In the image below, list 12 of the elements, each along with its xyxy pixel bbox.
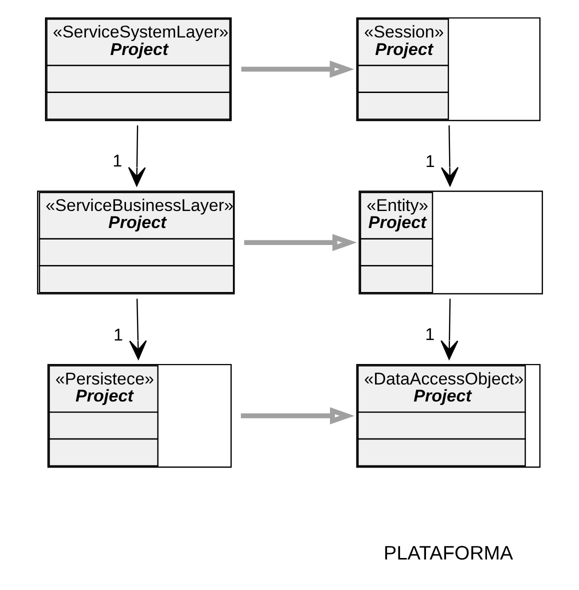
arrow [128, 125, 146, 186]
edge-label: 1 [113, 326, 123, 345]
label: PLATAFORMA [383, 542, 513, 565]
edge-label: 1 [112, 152, 122, 171]
arrow [240, 60, 354, 78]
edge-label: 1 [424, 324, 434, 344]
arrow [244, 234, 356, 252]
arrow [128, 298, 146, 360]
arrow [440, 298, 458, 360]
arrow [240, 407, 354, 424]
arrow [440, 125, 458, 186]
edge-label: 1 [424, 152, 434, 172]
